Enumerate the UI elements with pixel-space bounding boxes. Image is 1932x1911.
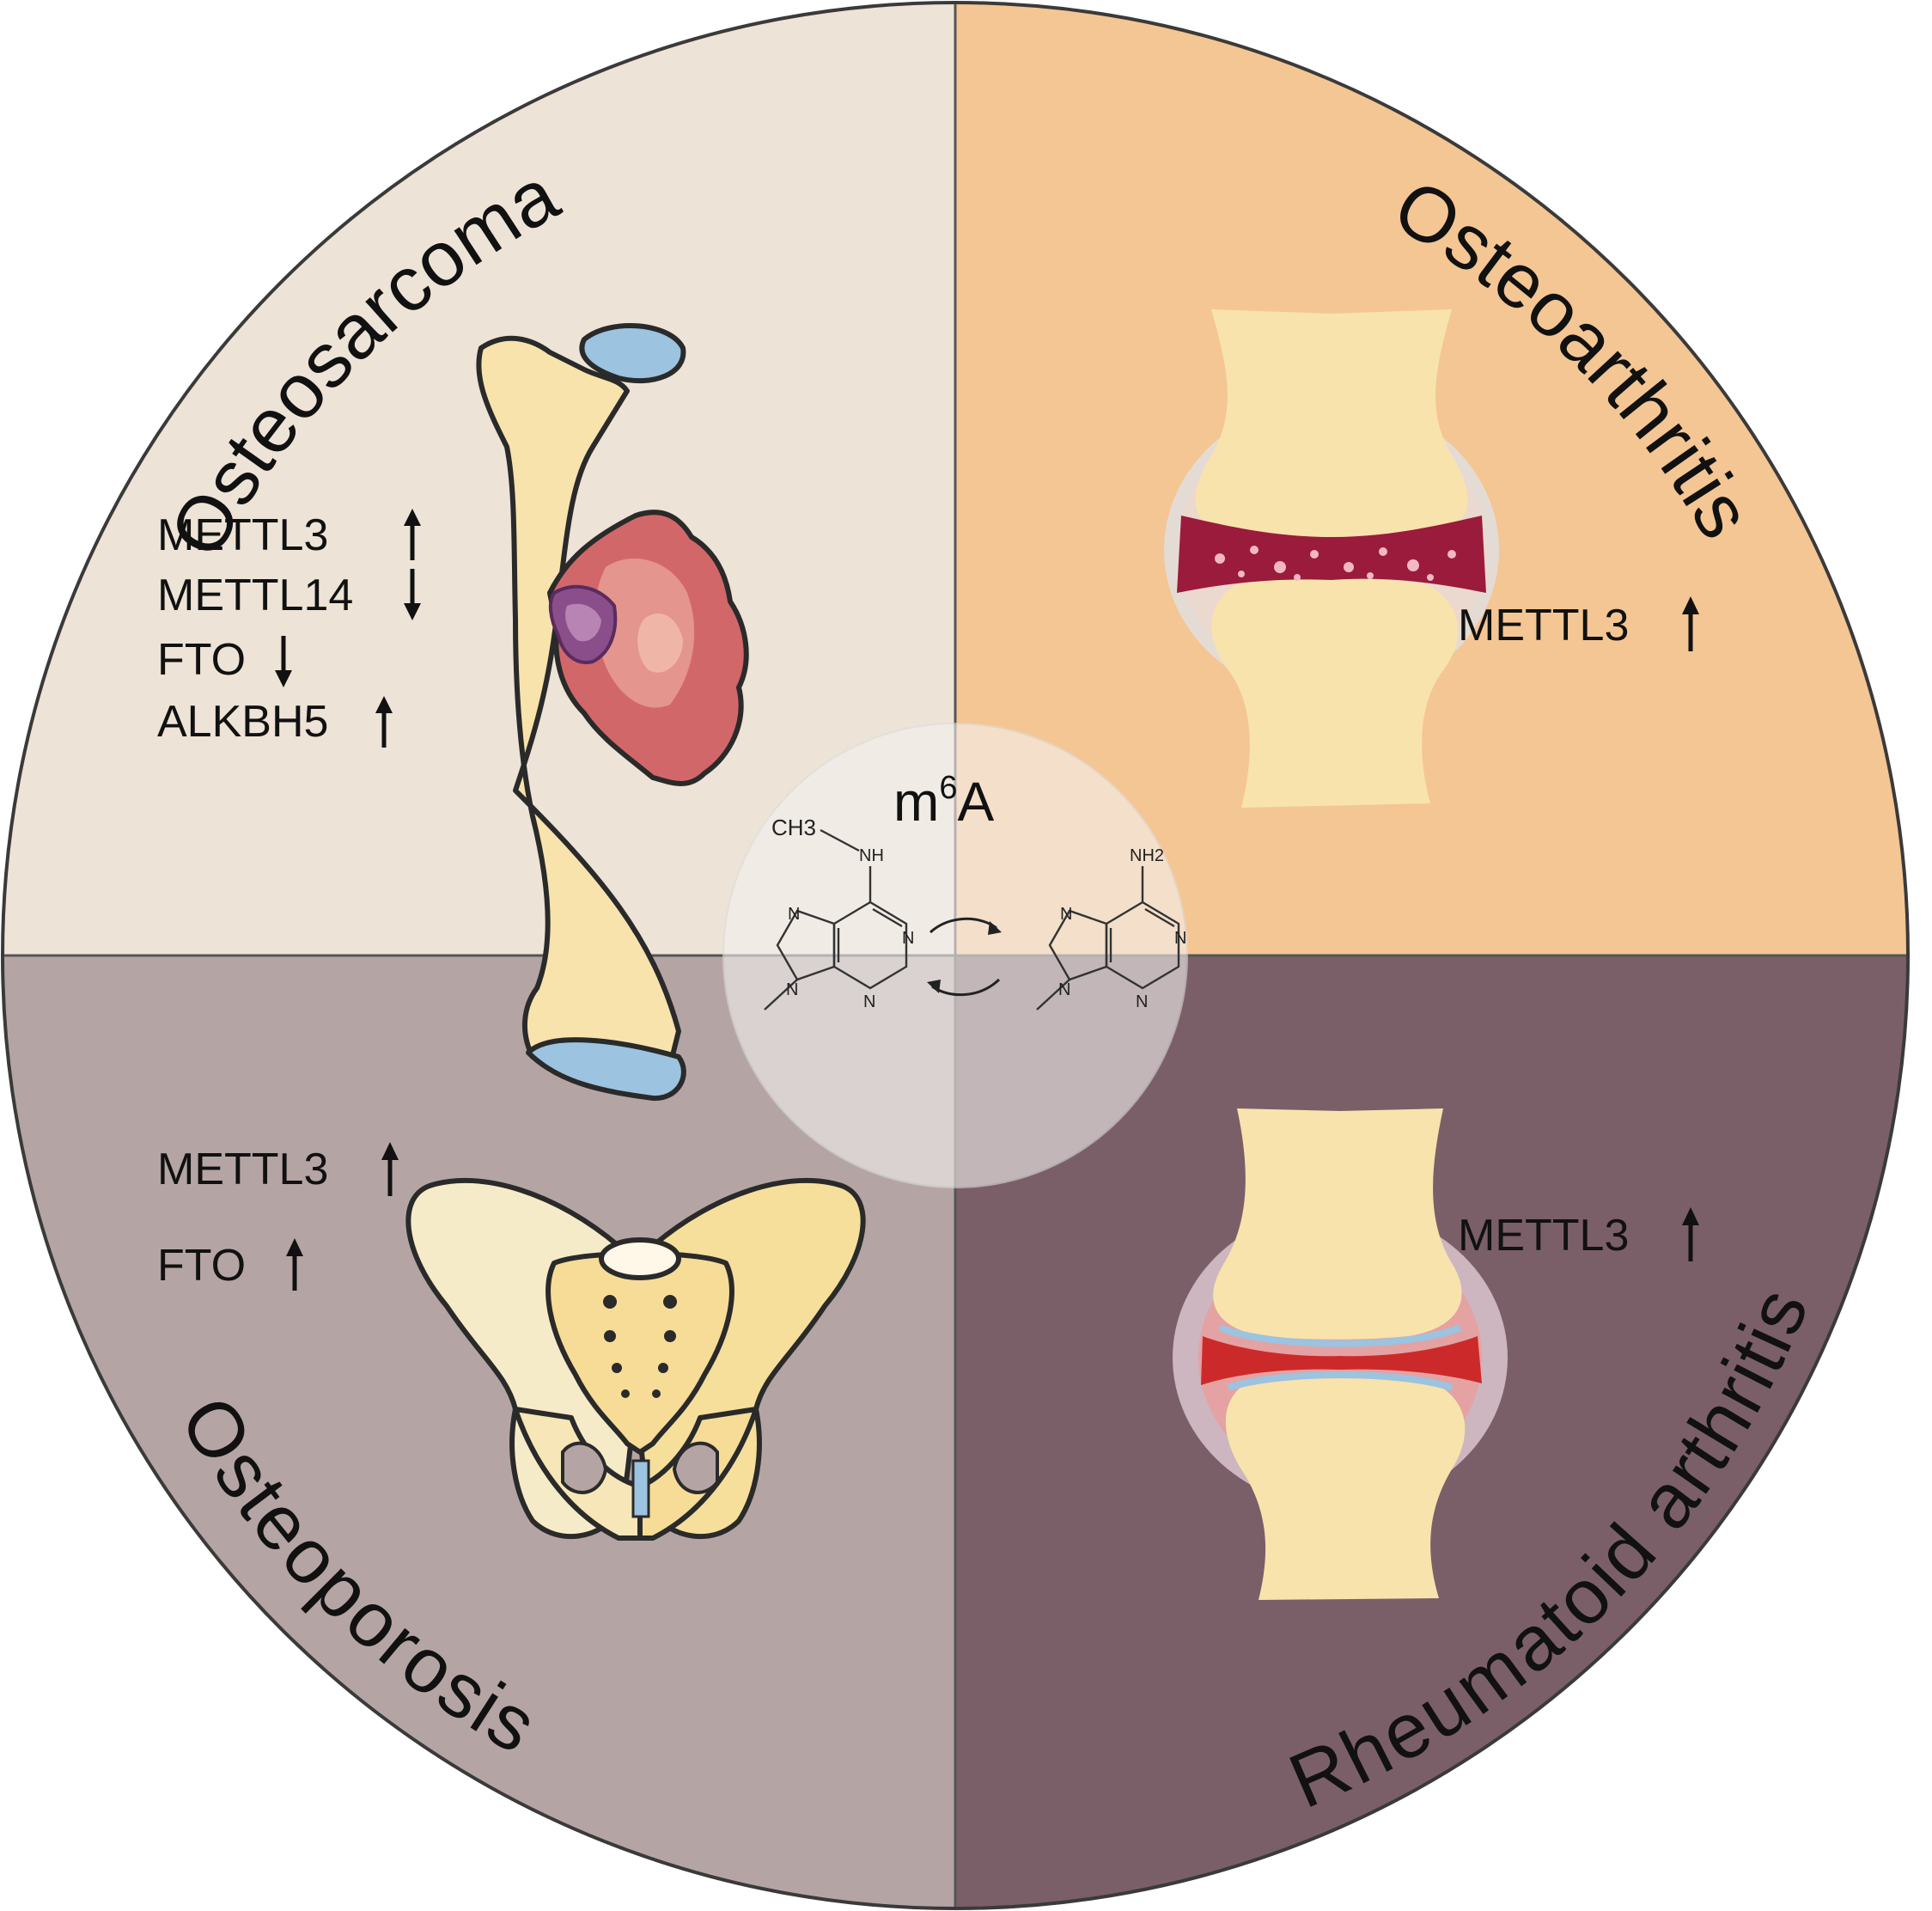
- methylation-arrow-icon: [927, 978, 1001, 997]
- gene-label: METTL3: [1458, 601, 1629, 650]
- gene-list-rheumatoid: METTL3: [1458, 1207, 1699, 1261]
- n-atom-label: N: [1058, 980, 1070, 999]
- up-arrow-icon: [404, 509, 421, 560]
- n-atom-label: N: [1060, 905, 1072, 924]
- left-molecule: CH3 NH N N N N: [764, 815, 914, 1011]
- n-atom-label: N: [1136, 992, 1148, 1011]
- gene-label: ALKBH5: [157, 697, 328, 747]
- n-atom-label: N: [788, 905, 800, 924]
- n-atom-label: N: [786, 980, 798, 999]
- up-arrow-icon: [1682, 1207, 1699, 1261]
- up-arrow-icon: [375, 696, 393, 748]
- m6a-label: m6A: [893, 770, 994, 833]
- down-arrow-icon: [404, 569, 421, 620]
- femur-tumor-icon: [476, 323, 749, 1102]
- rheumatoid-joint-icon: [1173, 1108, 1508, 1600]
- up-arrow-icon: [286, 1238, 303, 1291]
- gene-list-osteosarcoma: METTL3 METTL14 FTO ALKBH5: [157, 509, 421, 748]
- pelvis-icon: [405, 1177, 866, 1541]
- center-m6a-panel: m6A CH3 NH N N N N: [722, 723, 1188, 1188]
- gene-list-osteoporosis: METTL3 FTO: [157, 1142, 399, 1291]
- up-arrow-icon: [1682, 596, 1699, 651]
- osteoarthritic-joint-icon: [1164, 309, 1499, 808]
- nh-label: NH: [859, 846, 884, 865]
- up-arrow-icon: [381, 1142, 399, 1196]
- gene-label: FTO: [157, 635, 246, 685]
- n-atom-label: N: [1174, 929, 1186, 948]
- gene-label: METTL3: [157, 510, 328, 560]
- gene-label: METTL3: [1458, 1211, 1629, 1261]
- gene-label: FTO: [157, 1241, 246, 1291]
- gene-list-osteoarthritis: METTL3: [1458, 596, 1699, 651]
- demethylation-arrow-icon: [929, 917, 1002, 935]
- methyl-label: CH3: [771, 815, 816, 840]
- down-arrow-icon: [275, 636, 292, 687]
- amine-label: NH2: [1130, 846, 1164, 865]
- n-atom-label: N: [863, 992, 875, 1011]
- gene-label: METTL3: [157, 1145, 328, 1194]
- n-atom-label: N: [902, 929, 914, 948]
- quadrant-osteoporosis-bg: [2, 956, 955, 1909]
- right-molecule: NH2 N N N N: [1036, 846, 1186, 1011]
- gene-label: METTL14: [157, 571, 353, 620]
